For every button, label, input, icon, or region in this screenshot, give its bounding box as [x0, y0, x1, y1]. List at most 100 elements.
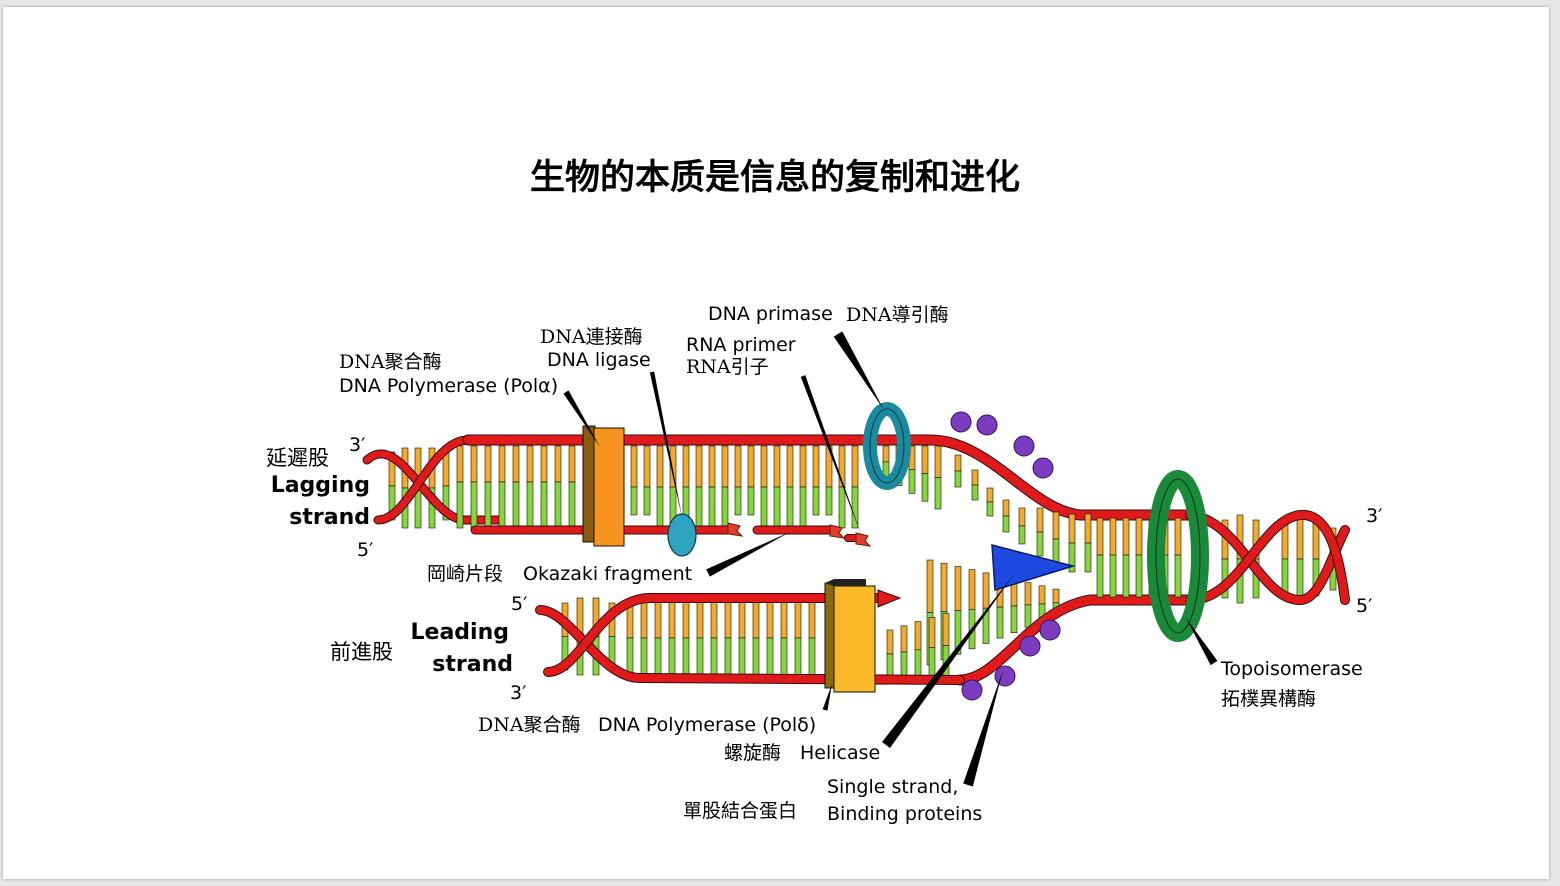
- base-pair: [928, 647, 936, 679]
- base-pair: [794, 599, 802, 639]
- ssb-protein: [1039, 619, 1061, 641]
- topoisomerase-ring-outline: [1155, 478, 1201, 634]
- base-pair: [900, 625, 908, 653]
- rna-primer: [855, 532, 872, 547]
- ligase-blob: [667, 513, 697, 557]
- single-strand-base: [940, 562, 948, 612]
- base-pair: [526, 445, 534, 483]
- pol-delta-label-cn: DNA聚合酶: [478, 714, 581, 736]
- ligase-label-en: DNA ligase: [547, 349, 651, 371]
- labels: DNA聚合酶 DNA Polymerase (Polα) DNA連接酶 DNA …: [266, 303, 1382, 825]
- base-pair: [654, 599, 662, 639]
- single-strand-base: [1068, 513, 1076, 544]
- single-strand-base: [1084, 513, 1092, 544]
- leading-3prime: 3′: [510, 682, 526, 704]
- base-pair: [696, 599, 704, 639]
- single-strand-base: [986, 487, 994, 503]
- ssb-label-cn: 單股結合蛋白: [683, 800, 797, 822]
- base-pair: [484, 481, 492, 529]
- base-pair: [752, 637, 760, 677]
- single-strand-base: [1024, 604, 1032, 628]
- base-pair: [498, 481, 506, 529]
- base-pair: [668, 637, 676, 677]
- base-pair: [554, 481, 562, 529]
- single-strand-base: [954, 454, 962, 472]
- single-strand-base: [1068, 542, 1076, 573]
- base-pair: [914, 649, 922, 679]
- base-pair: [1122, 517, 1130, 556]
- leading-strand-label-1: Leading: [411, 620, 509, 645]
- single-strand-base: [1024, 582, 1032, 606]
- ssb-protein: [1013, 435, 1035, 457]
- pol-delta-block: [833, 585, 876, 693]
- base-pair: [760, 486, 768, 529]
- base-pair: [1174, 517, 1182, 556]
- ligase-pointer: [649, 371, 683, 522]
- single-strand-base: [1038, 585, 1046, 605]
- lagging-5prime: 5′: [357, 539, 373, 561]
- ssb-protein: [961, 679, 983, 701]
- base-pair: [738, 637, 746, 677]
- pol-alpha-label-en: DNA Polymerase (Polα): [339, 375, 558, 397]
- base-pair: [630, 486, 638, 516]
- right-5prime: 5′: [1356, 595, 1372, 617]
- pol-alpha-pointer: [563, 390, 600, 447]
- single-strand-base: [1018, 525, 1026, 545]
- base-pair: [1096, 517, 1104, 556]
- base-pair: [643, 486, 651, 516]
- single-strand-base: [1002, 499, 1010, 517]
- base-pair: [668, 599, 676, 639]
- single-strand-base: [1010, 605, 1018, 633]
- pol-alpha-block: [593, 427, 625, 547]
- base-pair: [773, 445, 781, 488]
- primase-label-en: DNA primase: [708, 303, 833, 325]
- base-pair: [630, 445, 638, 488]
- base-pair: [900, 651, 908, 679]
- base-pair: [708, 445, 716, 488]
- right-helix-backbone: [1186, 510, 1349, 604]
- base-pair: [656, 445, 664, 488]
- pol-delta-top: [825, 579, 866, 586]
- lagging-3prime: 3′: [349, 434, 365, 456]
- base-pair: [934, 477, 942, 510]
- base-pair: [554, 445, 562, 483]
- base-pair: [1135, 554, 1143, 598]
- right-3prime: 3′: [1366, 505, 1382, 527]
- base-pair: [808, 637, 816, 677]
- base-pair: [908, 469, 916, 494]
- base-pair: [442, 485, 450, 521]
- single-strand-base: [954, 610, 962, 655]
- topoisomerase-label-cn: 拓樸異構酶: [1221, 688, 1316, 710]
- base-pair: [928, 617, 936, 649]
- leading-strand-label-cn: 前進股: [330, 640, 393, 664]
- base-pair: [1174, 554, 1182, 598]
- primase-label-cn: DNA導引酶: [846, 304, 949, 326]
- base-pair: [799, 486, 807, 529]
- base-pair: [540, 481, 548, 529]
- single-strand-base: [971, 469, 979, 486]
- topoisomerase-label-en: Topoisomerase: [1220, 658, 1363, 680]
- base-pair: [695, 486, 703, 529]
- topoisomerase-pointer: [1186, 618, 1218, 666]
- leading-5prime: 5′: [511, 593, 527, 615]
- base-pair: [721, 445, 729, 488]
- base-pair: [1135, 517, 1143, 556]
- base-pair: [526, 481, 534, 529]
- base-pair: [654, 637, 662, 677]
- single-strand-base: [1036, 507, 1044, 533]
- base-pair: [643, 445, 651, 488]
- base-pair: [942, 612, 950, 646]
- rna-primer-label-cn: RNA引子: [686, 356, 769, 378]
- base-pair: [747, 486, 755, 516]
- base-pair: [498, 445, 506, 483]
- single-strand-base: [982, 572, 990, 609]
- base-pair: [808, 599, 816, 639]
- base-pair: [734, 445, 742, 488]
- base-pair: [812, 486, 820, 516]
- ssb-label-en-2: Binding proteins: [827, 803, 982, 825]
- single-strand-base: [996, 606, 1004, 639]
- single-strand-base: [1018, 507, 1026, 527]
- base-pair: [540, 445, 548, 483]
- helicase-label-en: Helicase: [800, 742, 880, 764]
- base-pair: [752, 599, 760, 639]
